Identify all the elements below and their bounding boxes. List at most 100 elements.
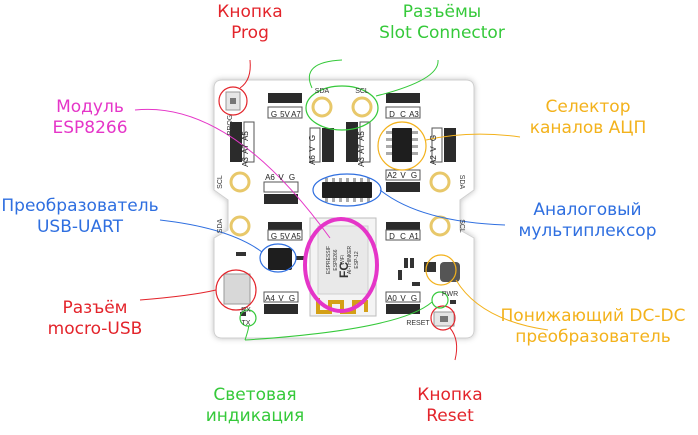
label-dcdc-line1: Понижающий DC-DC	[500, 306, 686, 326]
leader-usb	[139, 289, 217, 301]
pin-label-h-a6-2: G	[289, 173, 295, 182]
leader-mux	[379, 189, 506, 226]
label-analog-mux-line1: Аналоговый	[533, 200, 642, 220]
highlight-esp	[303, 217, 379, 313]
label-usb-uart-line2: USB-UART	[36, 217, 124, 237]
label-reset-button-line2: Reset	[426, 406, 474, 426]
pin-label-h-mid-vert-0: A6	[308, 155, 317, 165]
silk-tx: TX	[242, 320, 251, 327]
pin-label-h-mid-vert-2: G	[308, 135, 317, 141]
pin-label-h1-0: G	[271, 110, 277, 119]
esp-text-line-0: ESPRESSIF	[326, 246, 332, 274]
pin-label-h-dca1-0: D	[389, 232, 395, 241]
silk-sda-top: SDA	[315, 88, 330, 95]
prog-button	[225, 91, 241, 111]
label-adc-selector-line2: каналов АЦП	[529, 118, 647, 138]
label-leds-line1: Световая	[213, 385, 297, 405]
silk-scl-right: SCL	[458, 219, 465, 233]
pin-label-h-top-right-0: D	[389, 110, 395, 119]
pin-label-h-right-vert-2: G	[429, 135, 438, 141]
pin-label-h-left-vert-1: A7	[241, 144, 250, 154]
pin-label-h-dca1-2: A1	[409, 232, 419, 241]
silk-scl-left: SCL	[217, 175, 224, 189]
leader-esp	[134, 108, 331, 239]
silk-reset: RESET	[406, 320, 430, 327]
label-reset-button-line1: Кнопка	[417, 385, 483, 405]
label-analog-mux-line2: мультиплексор	[518, 221, 657, 241]
highlight-prog	[218, 86, 248, 116]
leader-lines	[134, 59, 549, 361]
silk-rx: RX	[241, 307, 251, 314]
pin-label-h-dca1-1: C	[400, 232, 406, 241]
label-analog-mux: Аналоговый мультиплексор	[505, 200, 670, 242]
pin-label-h-a2-0: A2	[387, 171, 397, 180]
pin-label-h-mid-vert2-2: A5	[357, 131, 366, 141]
label-esp-module-line2: ESP8266	[52, 118, 128, 138]
silk-pwr: PWR	[442, 291, 458, 298]
esp-text-line-4: ESP-12	[354, 251, 360, 268]
slot-connector-left	[229, 171, 251, 237]
highlight-reset	[430, 305, 456, 331]
analog-mux-chip	[322, 178, 372, 202]
silk-scl-top: SCL	[355, 88, 369, 95]
dcdc-converter	[424, 262, 460, 282]
pin-label-h-a0-2: G	[411, 294, 417, 303]
pin-label-h-right-vert-0: A2	[429, 155, 438, 165]
label-micro-usb-line2: mocro-USB	[47, 319, 143, 339]
pin-label-h-left-vert-2: A5	[241, 131, 250, 141]
pin-label-h-a2-1: V	[400, 171, 406, 180]
highlight-dcdc	[425, 254, 457, 286]
pin-label-h-mid-vert2-1: A7	[357, 144, 366, 154]
leader-slot-left	[308, 59, 343, 89]
label-prog-button-line2: Prog	[231, 23, 269, 43]
usb-uart-chip	[268, 248, 292, 270]
pin-label-h-top-right-2: A3	[409, 110, 419, 119]
label-slot-connector: Разъёмы Slot Connector	[372, 2, 512, 44]
label-prog-button: Кнопка Prog	[205, 2, 295, 44]
leader-prog	[239, 59, 251, 89]
leader-reset	[449, 327, 458, 361]
micro-usb-connector	[223, 273, 251, 305]
label-prog-button-line1: Кнопка	[217, 2, 283, 22]
pin-headers	[230, 93, 456, 314]
label-usb-uart-line1: Преобразователь	[1, 196, 159, 216]
esp-text-line-3: AI-THINKER	[347, 245, 353, 274]
esp-fc-logo: FC	[337, 262, 351, 278]
pin-label-h1-1: 5V	[280, 110, 290, 119]
label-leds: Световая индикация	[190, 385, 320, 427]
label-esp-module: Модуль ESP8266	[45, 97, 135, 139]
pin-label-h-a6-1: V	[278, 173, 284, 182]
esp-text-line-2: WiFi	[340, 255, 346, 265]
highlight-slot	[305, 85, 379, 131]
pin-label-h-a4-1: V	[278, 294, 284, 303]
pin-label-h-a4-0: A4	[265, 294, 275, 303]
leader-slot-right	[375, 59, 439, 97]
esp-text-line-1: ESP8266	[333, 249, 339, 270]
pin-label-h-right-vert-1: V	[429, 146, 438, 152]
pin-label-h-g5v-mid-1: 5V	[280, 232, 290, 241]
label-dcdc: Понижающий DC-DC преобразователь	[493, 306, 693, 348]
pin-label-h-a0-1: V	[400, 294, 406, 303]
silk-prog: PROG	[227, 115, 234, 136]
pin-label-h-a6-0: A6	[265, 173, 275, 182]
pin-label-h-a0-0: A0	[387, 294, 397, 303]
pin-label-h1-2: A7	[291, 110, 301, 119]
leader-dcdc	[455, 279, 549, 331]
highlight-mux	[312, 173, 382, 207]
label-slot-connector-line1: Разъёмы	[402, 2, 482, 22]
pin-label-h-mid-vert2-0: A3	[357, 157, 366, 167]
pin-label-h-g5v-mid-2: A5	[291, 232, 301, 241]
label-usb-uart: Преобразователь USB-UART	[0, 196, 160, 238]
pin-label-h-a2-2: G	[411, 171, 417, 180]
label-esp-module-line1: Модуль	[56, 97, 124, 117]
highlight-circles	[215, 85, 457, 331]
label-dcdc-line2: преобразователь	[515, 327, 671, 347]
label-slot-connector-line2: Slot Connector	[379, 23, 505, 43]
label-micro-usb: Разъём mocro-USB	[40, 298, 150, 340]
adc-selector-chip	[386, 128, 418, 162]
label-adc-selector: Селектор каналов АЦП	[518, 97, 658, 139]
leader-led-right	[244, 301, 433, 341]
highlight-adc	[377, 121, 427, 171]
pin-label-h-mid-vert-1: V	[308, 146, 317, 152]
